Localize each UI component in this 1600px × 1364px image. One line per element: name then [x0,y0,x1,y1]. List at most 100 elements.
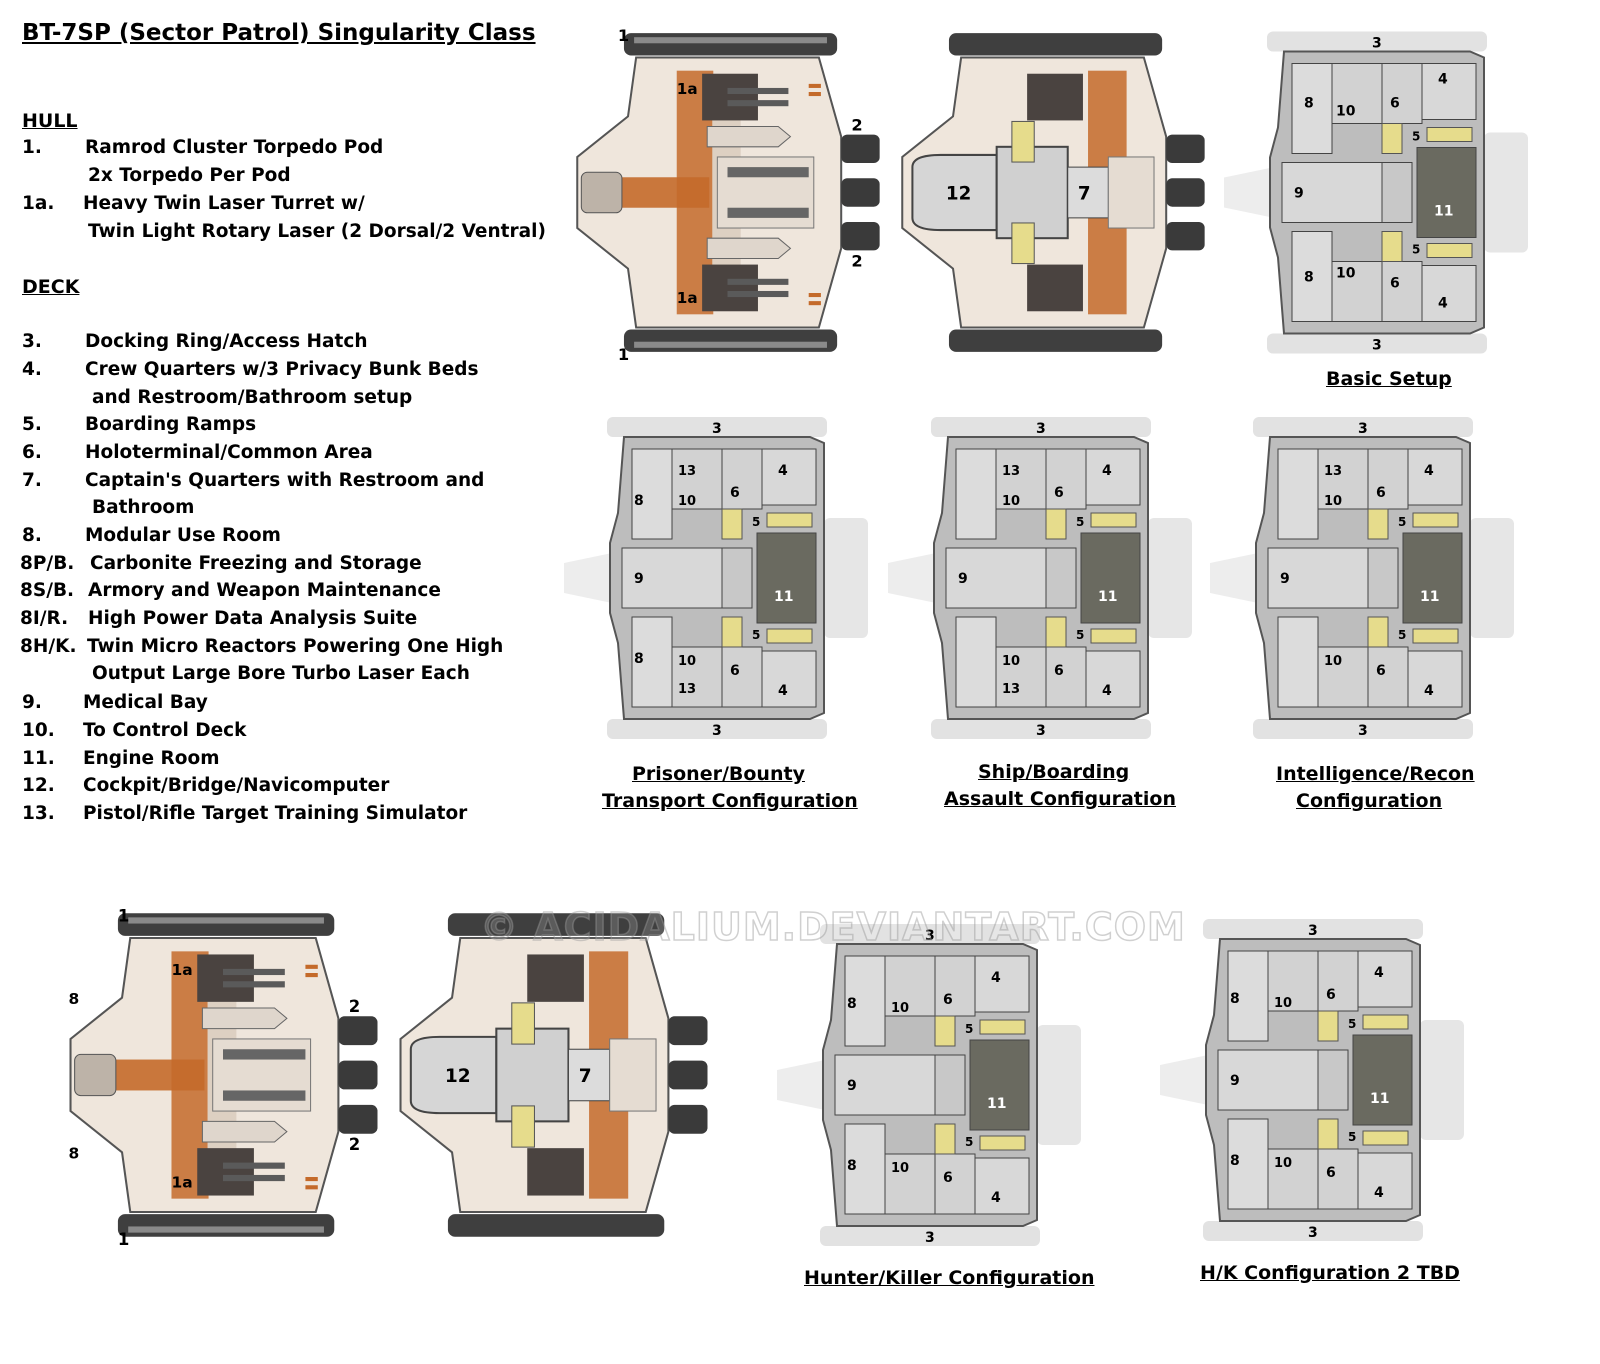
legend-number: 11. [22,748,55,769]
legend-number: 8H/K. [20,636,77,657]
plan-label-engine-room: 11 [1434,204,1453,220]
plan-label-modular: 8 [634,651,644,667]
plan-label-medbay: 9 [1230,1073,1240,1089]
plan-label-dock: 3 [712,421,722,437]
plan-label-medbay: 9 [1280,571,1290,587]
plan-label-captain: 7 [579,1066,592,1087]
plan-label-dock: 3 [925,1230,935,1246]
plan-label-dock: 3 [1358,421,1368,437]
plan-label-modular: 8 [68,990,79,1008]
plan-label-modular: 8 [1230,991,1240,1007]
watermark: © ACIDALIUM.DEVIANTART.COM [479,904,1186,950]
plan-label-engine: 2 [851,116,862,135]
plan-label-engine: 2 [349,1135,360,1154]
legend-text: Docking Ring/Access Hatch [85,331,368,352]
legend-number: 6. [22,442,42,463]
legend-number: 13. [22,803,55,824]
plan-label-quarters: 4 [778,683,788,699]
plan-label-training: 13 [1324,464,1342,479]
legend-number: 8S/B. [20,580,75,601]
plan-label-quarters: 4 [1102,463,1112,479]
plan-label-medbay: 9 [1294,186,1304,202]
plan-label-quarters: 4 [1438,72,1448,88]
plan-label-medbay: 9 [634,571,644,587]
plan-label-ramp: 5 [1348,1017,1356,1031]
plan-label-pod: 1 [618,345,629,360]
plan-label-modular: 8 [1304,96,1314,112]
plan-label-control: 10 [1274,1156,1292,1171]
legend-text: Modular Use Room [85,525,281,546]
plan-label-modular: 8 [847,996,857,1012]
plan-label-captain: 7 [1078,184,1091,205]
plan-label-pod: 1 [618,26,629,45]
plan-label-ramp: 5 [1412,130,1420,144]
legend-number: 8I/R. [20,608,69,629]
plan-label-control: 10 [1324,494,1342,509]
deck-plan-hk-2: 3 3 8 8 10 10 6 6 4 4 5 5 9 11 [1158,915,1468,1245]
plan-label-medbay: 9 [958,571,968,587]
plan-label-ramp: 5 [752,628,760,642]
plan-label-training: 13 [678,682,696,697]
legend-text: Boarding Ramps [85,414,257,435]
plan-label-engine: 2 [349,997,360,1016]
plan-label-dock: 3 [1308,1225,1318,1241]
plan-label-control: 10 [1002,494,1020,509]
plan-label-ramp: 5 [1076,515,1084,529]
plan-label-pod: 1 [118,906,129,925]
plan-label-modular: 8 [847,1158,857,1174]
plan-label-training: 13 [1002,682,1020,697]
deck-heading: DECK [22,276,80,298]
legend-text: Engine Room [83,748,220,769]
plan-label-turret: 1a [677,80,698,98]
plan-label-dock: 3 [1372,36,1382,52]
plan-label-common: 6 [943,992,953,1008]
plan-label-engine-room: 11 [1370,1091,1389,1107]
legend-text: Heavy Twin Laser Turret w/ [83,193,365,214]
legend-number: 10. [22,720,55,741]
deck-plan-basic: 3 3 8 8 10 10 6 6 4 4 5 5 9 11 [1222,25,1532,360]
plan-label-quarters: 4 [1374,965,1384,981]
plan-label-dock: 3 [925,928,935,944]
hull-exterior-plan-top: 1 1 1a 1a 2 2 [575,26,880,360]
hull-heading: HULL [22,110,78,132]
legend-text: High Power Data Analysis Suite [88,608,418,629]
deck-plan-intel: 3 3 13 10 10 6 6 4 4 5 5 9 11 [1208,408,1518,748]
legend-number: 1. [22,137,42,158]
plan-label-cockpit: 12 [445,1066,471,1087]
plan-label-engine: 2 [851,252,862,271]
legend-text: Armory and Weapon Maintenance [88,580,441,601]
legend-number: 8P/B. [20,553,75,574]
legend-number: 9. [22,692,42,713]
legend-number: 12. [22,775,55,796]
plan-label-common: 6 [943,1170,953,1186]
plan-label-turret: 1a [677,289,698,307]
plan-label-quarters: 4 [1424,683,1434,699]
plan-label-quarters: 4 [991,970,1001,986]
plan-label-control: 10 [1324,654,1342,669]
legend-number: 1a. [22,193,55,214]
plan-label-engine-room: 11 [774,589,793,605]
plan-label-ramp: 5 [965,1135,973,1149]
plan-label-common: 6 [1326,1165,1336,1181]
caption-boarding-line2: Assault Configuration [944,788,1176,810]
legend-text: Cockpit/Bridge/Navicomputer [83,775,390,796]
legend-continuation: Output Large Bore Turbo Laser Each [92,663,470,684]
caption-intel-line1: Intelligence/Recon [1276,763,1475,785]
plan-label-quarters: 4 [991,1190,1001,1206]
plan-label-ramp: 5 [1076,628,1084,642]
plan-label-ramp: 5 [1412,243,1420,257]
plan-label-dock: 3 [1036,723,1046,739]
plan-label-turret: 1a [171,1173,192,1191]
deck-plan-prisoner: 3 3 8 8 13 13 10 10 6 6 4 4 5 5 9 11 [562,408,872,748]
legend-text: To Control Deck [83,720,247,741]
plan-label-medbay: 9 [847,1078,857,1094]
legend-text: Crew Quarters w/3 Privacy Bunk Beds [85,359,479,380]
plan-label-dock: 3 [1372,338,1382,354]
legend-number: 5. [22,414,42,435]
plan-label-common: 6 [1376,485,1386,501]
plan-label-ramp: 5 [1398,515,1406,529]
caption-boarding-line1: Ship/Boarding [978,761,1130,783]
legend-number: 8. [22,525,42,546]
caption-prisoner-line1: Prisoner/Bounty [632,763,805,785]
legend-text: Pistol/Rifle Target Training Simulator [83,803,468,824]
